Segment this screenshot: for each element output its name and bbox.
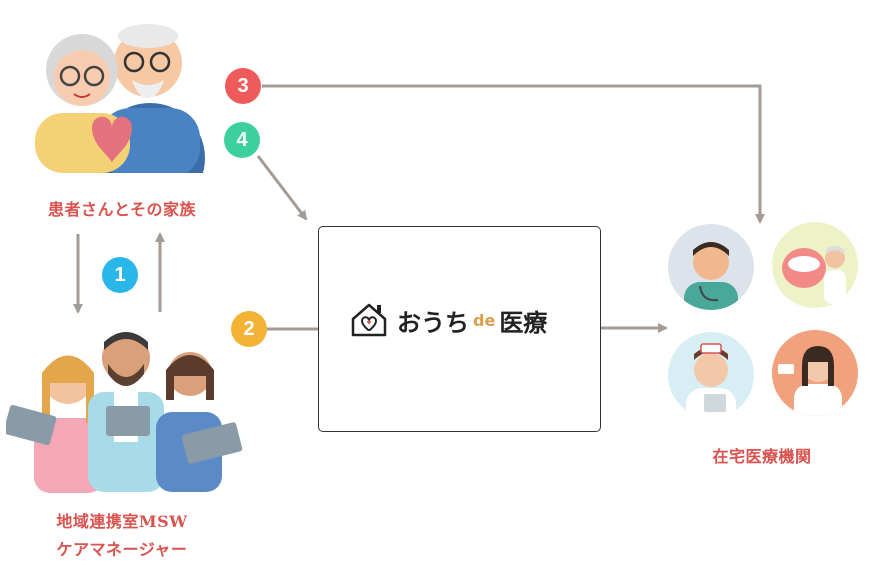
brand-suffix: 医療 (499, 308, 548, 337)
pharmacist-avatar (772, 330, 858, 416)
step-badge-4: 4 (224, 122, 260, 158)
patient-label: 患者さんとその家族 (47, 200, 197, 219)
dentist-icon (782, 246, 846, 304)
patient-family-illustration (35, 24, 205, 173)
nurse-icon (686, 343, 736, 418)
doctor-icon (684, 242, 738, 310)
nurse-avatar (668, 332, 754, 418)
brand-de: de (473, 310, 496, 330)
dentist-avatar (772, 222, 858, 308)
staff-label-line2: ケアマネージャー (56, 540, 188, 559)
brand-prefix: おうち (397, 308, 469, 337)
step-badge-2: 2 (231, 311, 267, 347)
pharmacist-icon (778, 346, 842, 416)
step-badge-1: 1 (102, 257, 138, 293)
doctor-avatar (668, 224, 754, 310)
clinic-label: 在宅医療機関 (712, 447, 812, 466)
staff-label-line1: 地域連携室MSW (56, 512, 188, 531)
house-heart-icon (351, 303, 387, 337)
step-badge-3: 3 (225, 68, 261, 104)
platform-box: おうち de 医療 (318, 226, 601, 432)
staff-illustration (6, 332, 243, 493)
arrow-patient-to-clinic (262, 84, 765, 224)
arrow-patient-to-platform (256, 155, 308, 221)
platform-logo: おうち de 医療 (349, 301, 547, 339)
